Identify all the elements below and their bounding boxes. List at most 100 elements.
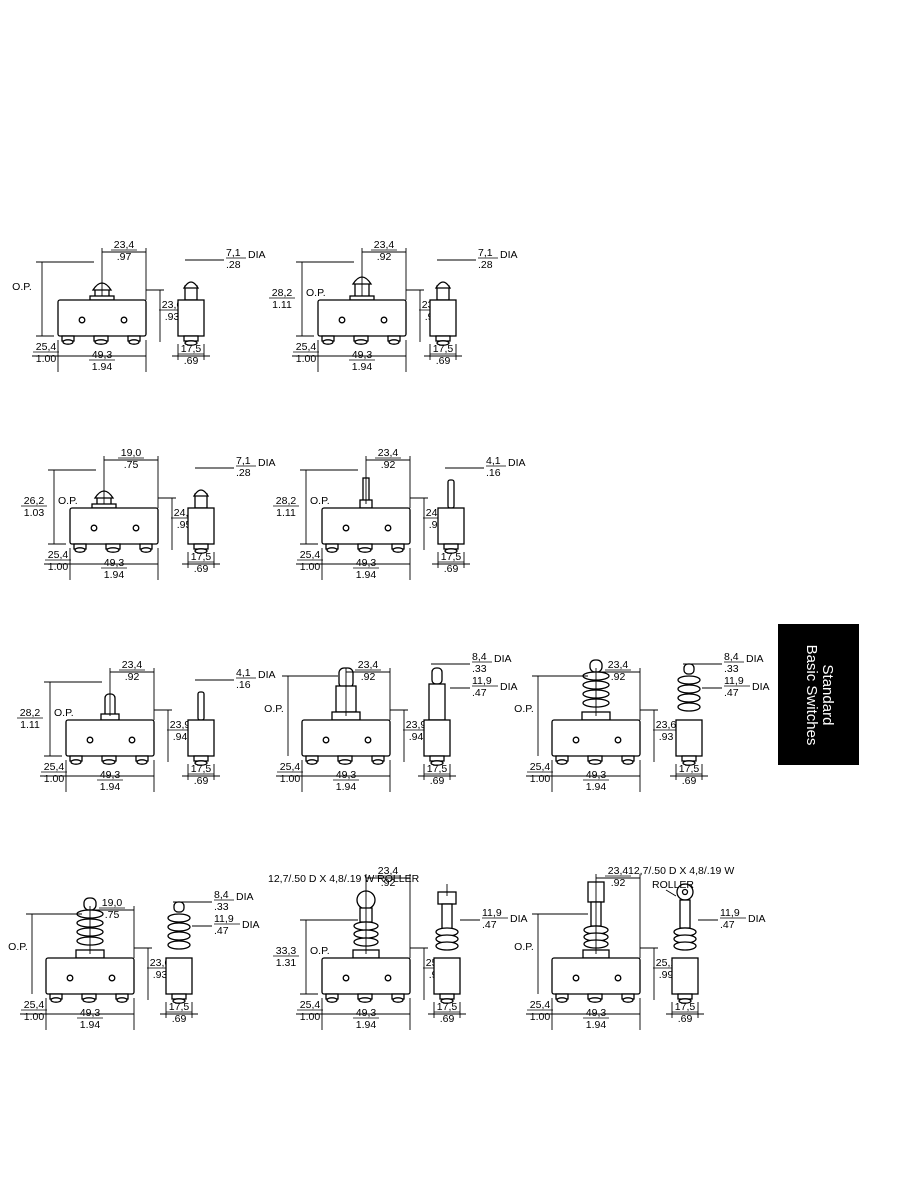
mounting-hole bbox=[380, 316, 388, 324]
length-dim-metric: 49,3 bbox=[586, 769, 607, 781]
width-dim-metric: 17,5 bbox=[427, 763, 448, 775]
side-roller-stem bbox=[679, 899, 691, 929]
side-roller-axle bbox=[681, 888, 689, 896]
mounting-hole bbox=[128, 736, 136, 744]
side-terminal-screw bbox=[194, 548, 208, 554]
terminal-screw bbox=[388, 339, 400, 345]
plunger-center-dim-metric: 23,4 bbox=[114, 239, 135, 251]
dia-dim-inch: .33 bbox=[472, 663, 487, 675]
dia2-label: DIA bbox=[500, 681, 518, 693]
side-plunger-dome bbox=[434, 281, 452, 289]
op-dim-inch: 1.11 bbox=[20, 719, 40, 731]
plunger-center-dim-inch: .92 bbox=[381, 877, 396, 889]
width-dim-inch: .69 bbox=[430, 775, 445, 787]
plunger-center-dim-inch: .75 bbox=[124, 459, 139, 471]
pin-dim-metric: 25,4 bbox=[300, 549, 321, 561]
side-terminal-screw bbox=[184, 340, 198, 346]
length-dim-inch: 1.94 bbox=[104, 569, 125, 581]
pin-dim-inch: 1.00 bbox=[300, 1011, 321, 1023]
side-panel-nut-thread bbox=[677, 693, 701, 703]
side-plunger-pin bbox=[447, 479, 455, 509]
side-body bbox=[671, 957, 699, 995]
dia2-dim-inch: .47 bbox=[482, 919, 497, 931]
width-dim-inch: .69 bbox=[436, 355, 451, 367]
width-dim-inch: .69 bbox=[194, 775, 209, 787]
dia-label: DIA bbox=[500, 249, 518, 261]
pin-dim-metric: 25,4 bbox=[24, 999, 45, 1011]
roller-note: 12,7/.50 D X 4,8/.19 W bbox=[628, 865, 734, 877]
width-dim-inch: .69 bbox=[682, 775, 697, 787]
pin-dim-metric: 25,4 bbox=[36, 341, 57, 353]
dia2-label: DIA bbox=[242, 919, 260, 931]
dia-dim-inch: .28 bbox=[236, 467, 251, 479]
terminal-screw bbox=[62, 339, 74, 345]
plunger-center-dim-metric: 23,4 bbox=[608, 865, 629, 877]
terminal-screw bbox=[358, 997, 372, 1003]
op-dim-inch: 1.31 bbox=[276, 957, 297, 969]
plunger-center-dim-inch: .92 bbox=[381, 459, 396, 471]
dia-dim-metric: 4,1 bbox=[486, 455, 501, 467]
terminal-screw bbox=[102, 759, 116, 765]
height-dim-inch: .94 bbox=[409, 731, 424, 743]
roller-leader bbox=[665, 889, 677, 897]
length-dim-inch: 1.94 bbox=[100, 781, 121, 793]
dia-label: DIA bbox=[494, 653, 512, 665]
terminal-screw bbox=[326, 547, 338, 553]
side-terminal-screw bbox=[440, 998, 454, 1004]
length-dim-metric: 49,3 bbox=[356, 1007, 377, 1019]
terminal-screw bbox=[74, 547, 86, 553]
dia-dim-metric: 8,4 bbox=[472, 651, 487, 663]
height-dim-inch: .93 bbox=[165, 311, 180, 323]
op-label: O.P. bbox=[12, 281, 32, 293]
mounting-hole bbox=[342, 974, 350, 982]
dia-dim-inch: .16 bbox=[236, 679, 251, 691]
height-dim-metric: 23,9 bbox=[170, 719, 191, 731]
plunger-center-dim-inch: .75 bbox=[105, 909, 120, 921]
side-body bbox=[423, 719, 451, 757]
terminal-screw bbox=[556, 997, 568, 1003]
op-dim-inch: 1.11 bbox=[276, 507, 296, 519]
length-dim-metric: 49,3 bbox=[104, 557, 125, 569]
terminal-screw bbox=[70, 759, 82, 765]
width-dim-metric: 17,5 bbox=[433, 343, 454, 355]
switch-body bbox=[69, 507, 159, 545]
side-plunger-pin bbox=[197, 691, 205, 721]
length-dim-inch: 1.94 bbox=[336, 781, 357, 793]
switch-body bbox=[301, 719, 391, 757]
length-dim-metric: 49,3 bbox=[586, 1007, 607, 1019]
pin-dim-metric: 25,4 bbox=[44, 761, 65, 773]
side-plunger-button bbox=[431, 667, 443, 685]
terminal-screw bbox=[106, 547, 120, 553]
height-dim-metric: 23,6 bbox=[162, 299, 183, 311]
side-roller-stem bbox=[441, 903, 453, 931]
mounting-hole bbox=[614, 974, 622, 982]
mounting-hole bbox=[342, 524, 350, 532]
terminal-screw bbox=[556, 759, 568, 765]
side-terminal-screw bbox=[444, 548, 458, 554]
side-panel-nut-thread bbox=[673, 941, 697, 951]
terminal-screw bbox=[588, 759, 602, 765]
width-dim-metric: 17,5 bbox=[441, 551, 462, 563]
dia2-dim-inch: .47 bbox=[724, 687, 739, 699]
pin-dim-inch: 1.00 bbox=[530, 773, 551, 785]
dia-dim-metric: 4,1 bbox=[236, 667, 251, 679]
terminal-screw bbox=[392, 997, 404, 1003]
mounting-hole bbox=[384, 524, 392, 532]
pin-dim-metric: 25,4 bbox=[300, 999, 321, 1011]
op-label: O.P. bbox=[306, 287, 326, 299]
side-panel-nut-thread bbox=[167, 922, 191, 932]
op-dim-metric: 28,2 bbox=[272, 287, 293, 299]
terminal-screw bbox=[82, 997, 96, 1003]
dia-dim-inch: .28 bbox=[226, 259, 241, 271]
side-terminal-screw bbox=[682, 760, 696, 766]
length-dim-metric: 49,3 bbox=[92, 349, 113, 361]
dia-dim-metric: 7,1 bbox=[236, 455, 251, 467]
terminal-screw bbox=[322, 339, 334, 345]
width-dim-inch: .69 bbox=[444, 563, 459, 575]
side-plunger-dome bbox=[192, 489, 210, 497]
mounting-hole bbox=[572, 736, 580, 744]
